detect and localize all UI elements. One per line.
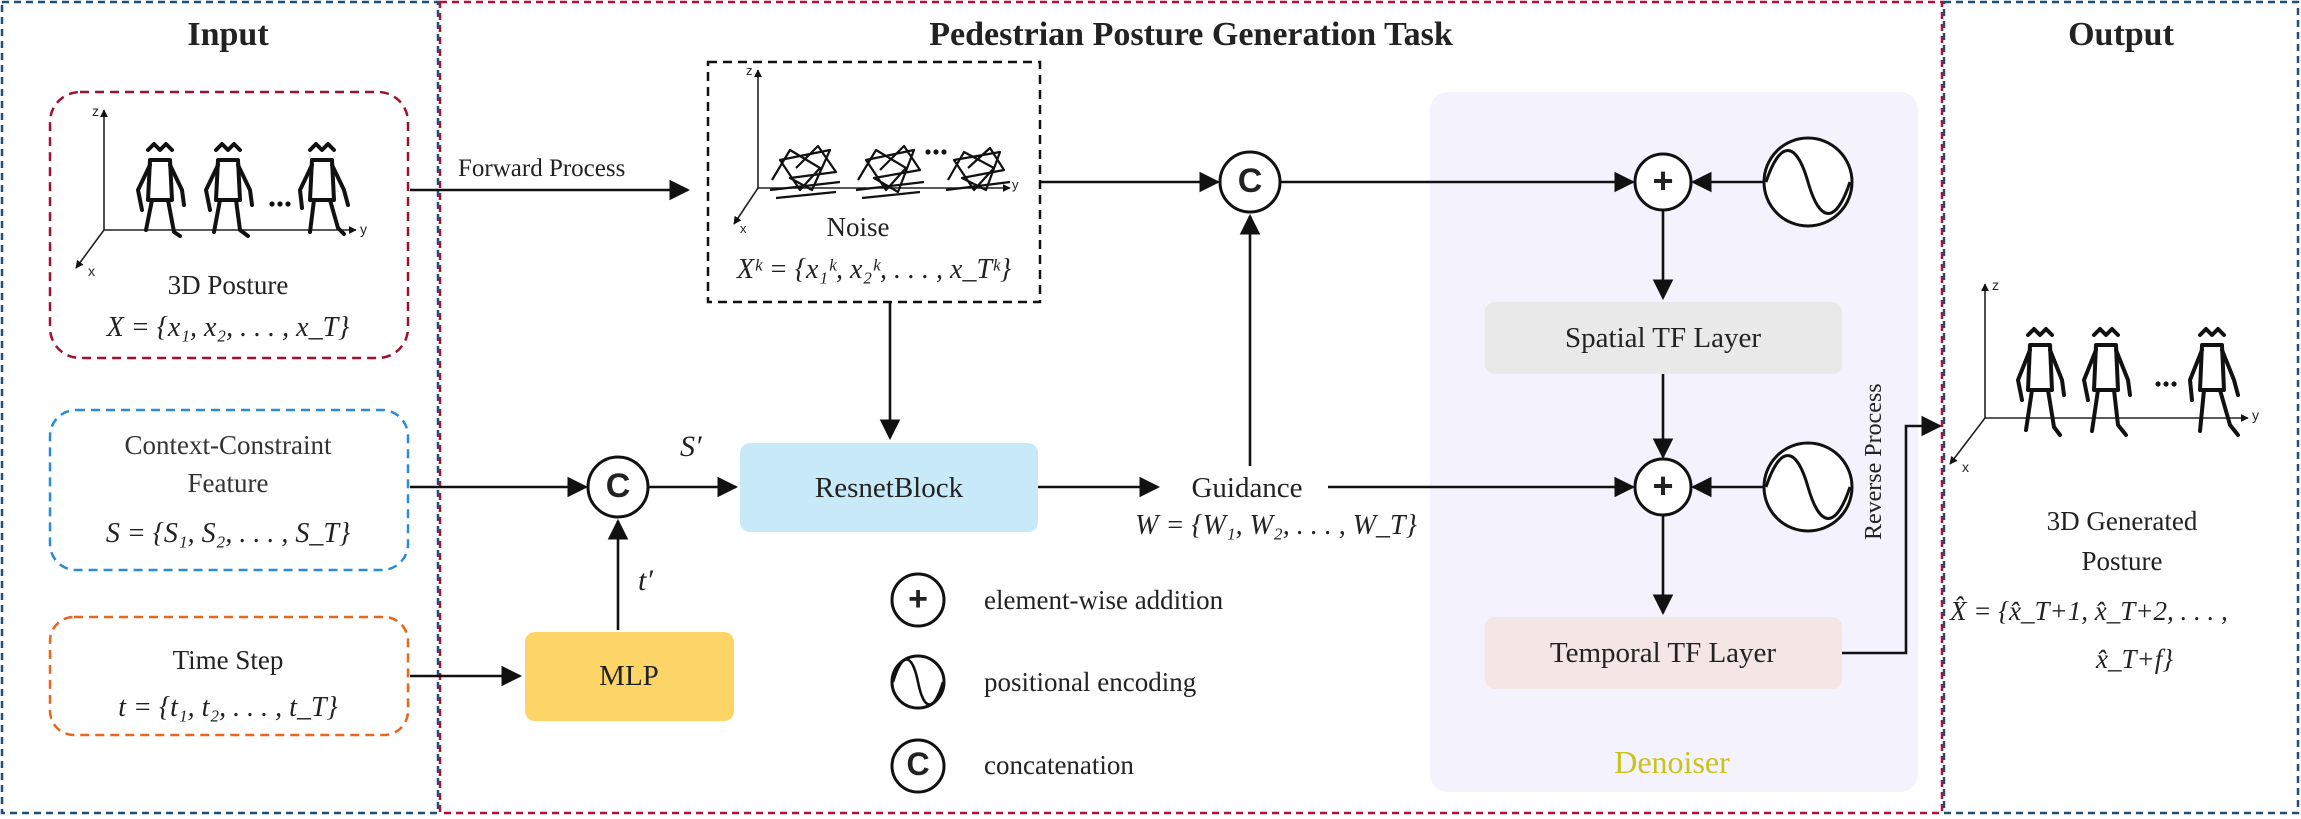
connectors — [410, 171, 1943, 687]
noise-scribbles — [769, 144, 1011, 200]
posture-label: 3D Posture — [167, 270, 289, 300]
legend-concat-symbol: C — [906, 746, 930, 782]
output-section-title: Output — [2068, 16, 2174, 53]
forward-process-label: Forward Process — [458, 155, 626, 182]
legend-concat-icon — [890, 738, 946, 794]
temporal-tf-label: Temporal TF Layer — [1549, 637, 1777, 669]
output-section-frame — [1942, 0, 2300, 815]
arrow-reverse-process — [1842, 415, 1943, 655]
legend-plus-symbol: + — [908, 580, 928, 618]
context-input-box — [48, 408, 410, 572]
context-label-line2: Feature — [187, 468, 269, 498]
output-axes — [1949, 283, 2249, 465]
legend-pe-label: positional encoding — [984, 667, 1197, 697]
context-label-line1: Context-Constraint — [124, 430, 332, 460]
input-section-frame — [0, 0, 440, 815]
task-section-frame — [438, 0, 1944, 815]
timestep-input-box — [48, 615, 410, 737]
legend-plus-icon — [890, 572, 946, 628]
output-figures — [2016, 327, 2240, 437]
plus-symbol-top: + — [1652, 160, 1674, 201]
timestep-formula: t = {t₁, t₂, . . . , t_T} — [118, 692, 338, 723]
output-axis-label-x: x — [1962, 459, 1969, 475]
noise-axis-label-y: y — [1012, 177, 1019, 192]
plus-symbol-mid: + — [1652, 465, 1674, 506]
noise-ellipsis — [925, 149, 947, 155]
output-label-line1: 3D Generated — [2046, 506, 2198, 536]
positional-encoding-icon-mid — [1762, 441, 1854, 533]
noise-axis-label-x: x — [740, 221, 747, 236]
output-ellipsis — [2155, 381, 2177, 387]
output-formula-line1: X̂ = {x̂_T+1, x̂_T+2, . . . , — [1950, 596, 2228, 626]
noise-axis-label-z: z — [746, 63, 753, 78]
t-prime-label: t′ — [638, 564, 653, 597]
reverse-process-label: Reverse Process — [1861, 383, 1887, 540]
posture-figures — [136, 142, 350, 238]
concat-symbol-top: C — [1237, 162, 1263, 200]
task-section-title: Pedestrian Posture Generation Task — [929, 16, 1453, 53]
output-axis-label-y: y — [2252, 407, 2259, 423]
positional-encoding-icon-top — [1762, 136, 1854, 228]
timestep-label: Time Step — [172, 645, 284, 675]
output-formula-line2: x̂_T+f} — [2096, 644, 2174, 674]
spatial-tf-label: Spatial TF Layer — [1565, 322, 1761, 354]
mlp-block — [525, 632, 734, 721]
noise-formula: Xᵏ = {x₁ᵏ, x₂ᵏ, . . . , x_Tᵏ} — [736, 254, 1012, 285]
context-formula: S = {S₁, S₂, . . . , S_T} — [105, 518, 351, 549]
legend-concat-label: concatenation — [984, 750, 1134, 780]
legend-plus-label: element-wise addition — [984, 585, 1224, 615]
input-section-title: Input — [187, 16, 269, 53]
spatial-tf-box — [1485, 302, 1842, 374]
noise-label: Noise — [826, 212, 890, 242]
resnet-block — [740, 443, 1038, 532]
posture-ellipsis — [269, 201, 291, 207]
legend-pe-icon — [890, 654, 946, 710]
temporal-tf-box — [1485, 617, 1842, 689]
s-prime-label: S′ — [680, 430, 702, 463]
concat-symbol-left: C — [605, 467, 631, 505]
guidance-label: Guidance — [1191, 472, 1303, 504]
noise-axes — [733, 69, 1011, 225]
denoiser-title: Denoiser — [1614, 744, 1730, 780]
posture-formula: X = {x₁, x₂, . . . , x_T} — [106, 312, 350, 343]
output-label-line2: Posture — [2081, 546, 2163, 576]
axis-label-z: z — [92, 103, 99, 119]
axis-label-x: x — [88, 263, 95, 279]
guidance-formula: W = {W₁, W₂, . . . , W_T} — [1135, 510, 1417, 541]
output-axis-label-z: z — [1992, 277, 1999, 293]
axis-label-y: y — [360, 221, 367, 237]
mlp-label: MLP — [599, 660, 659, 692]
resnet-label: ResnetBlock — [814, 472, 964, 504]
